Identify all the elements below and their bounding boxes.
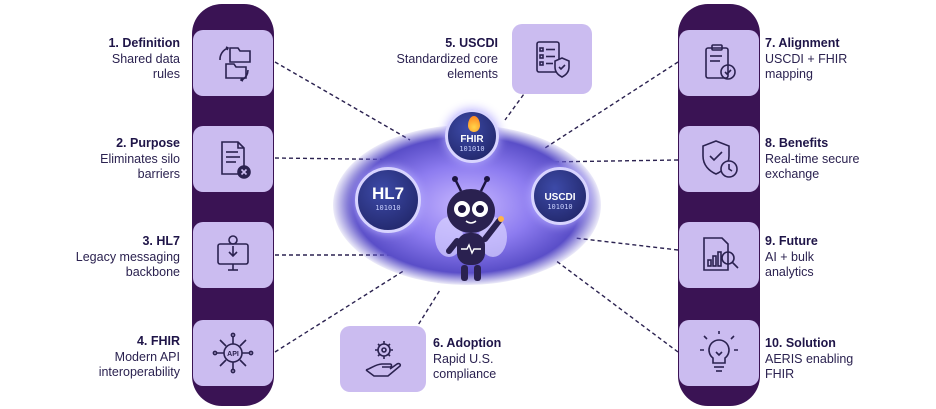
connector-9 bbox=[574, 237, 679, 251]
api-circuit-icon: API bbox=[212, 332, 254, 374]
fhir-badge: FHIR 101010 bbox=[445, 109, 499, 163]
clipboard-gear-icon bbox=[705, 44, 736, 80]
desc-adoption-1: Rapid U.S. bbox=[433, 351, 494, 366]
hl7-badge-label: HL7 bbox=[371, 184, 405, 203]
tile-uscdi bbox=[512, 24, 592, 94]
text-fhir: 4. FHIR Modern API interoperability bbox=[30, 334, 180, 381]
hl7-badge: HL7 101010 bbox=[355, 167, 421, 233]
desc-uscdi-1: Standardized core bbox=[396, 51, 498, 66]
title-purpose: 2. Purpose bbox=[116, 136, 180, 150]
text-hl7: 3. HL7 Legacy messaging backbone bbox=[30, 234, 180, 281]
desc-fhir-2: interoperability bbox=[98, 365, 180, 379]
title-hl7: 3. HL7 bbox=[142, 234, 180, 248]
text-future: 9. Future AI + bulk analytics bbox=[765, 234, 915, 281]
tile-definition bbox=[193, 30, 273, 96]
report-magnifier-icon bbox=[703, 237, 739, 271]
connector-4 bbox=[274, 269, 406, 353]
text-definition: 1. Definition Shared data rules bbox=[30, 36, 180, 83]
title-uscdi: 5. USCDI bbox=[445, 36, 498, 50]
desc-alignment-1: USCDI + FHIR bbox=[765, 51, 848, 66]
desc-hl7-2: backbone bbox=[125, 265, 180, 279]
tile-solution bbox=[679, 320, 759, 386]
tile-hl7 bbox=[193, 222, 273, 288]
fhir-badge-binary: 101010 bbox=[459, 145, 485, 153]
fhir-badge-label: FHIR bbox=[460, 134, 484, 145]
title-solution: 10. Solution bbox=[765, 336, 836, 350]
hl7-badge-binary: 101010 bbox=[375, 204, 401, 212]
connector-7 bbox=[544, 61, 679, 149]
title-definition: 1. Definition bbox=[108, 36, 180, 50]
uscdi-badge-label: USCDI bbox=[544, 192, 576, 203]
lightbulb-icon bbox=[700, 331, 738, 372]
desc-benefits-2: exchange bbox=[765, 167, 820, 181]
title-future: 9. Future bbox=[765, 234, 818, 248]
desc-purpose-2: barriers bbox=[137, 167, 180, 181]
desc-solution-2: FHIR bbox=[765, 367, 795, 381]
title-benefits: 8. Benefits bbox=[765, 136, 829, 150]
desc-fhir-1: Modern API bbox=[114, 349, 180, 364]
desc-future-1: AI + bulk bbox=[765, 249, 814, 264]
tile-alignment bbox=[679, 30, 759, 96]
tile-fhir: API bbox=[193, 320, 273, 386]
hand-gear-icon bbox=[365, 341, 402, 377]
checklist-shield-icon bbox=[536, 41, 570, 78]
tile-benefits bbox=[679, 126, 759, 192]
monitor-download-icon bbox=[217, 235, 249, 271]
svg-text:API: API bbox=[227, 351, 239, 358]
folder-sync-icon bbox=[219, 46, 251, 82]
bee-mascot-icon bbox=[435, 176, 507, 281]
title-alignment: 7. Alignment bbox=[765, 36, 840, 50]
tile-future bbox=[679, 222, 759, 288]
desc-alignment-2: mapping bbox=[765, 67, 813, 81]
uscdi-badge-binary: 101010 bbox=[547, 203, 573, 211]
connector-8 bbox=[544, 159, 679, 163]
desc-hl7-1: Legacy messaging bbox=[75, 249, 180, 264]
connector-10 bbox=[554, 259, 679, 353]
uscdi-badge: USCDI 101010 bbox=[531, 167, 589, 225]
connector-1 bbox=[274, 61, 411, 141]
tile-adoption bbox=[340, 326, 426, 392]
desc-adoption-2: compliance bbox=[433, 367, 497, 381]
tile-purpose bbox=[193, 126, 273, 192]
text-purpose: 2. Purpose Eliminates silo barriers bbox=[30, 136, 180, 183]
flame-icon bbox=[468, 116, 480, 132]
text-adoption: 6. Adoption Rapid U.S. compliance bbox=[433, 336, 583, 383]
desc-benefits-1: Real-time secure bbox=[765, 151, 860, 166]
central-hub: HL7 101010 FHIR 101010 USCDI 101010 bbox=[333, 105, 601, 305]
document-remove-icon bbox=[221, 141, 251, 179]
text-solution: 10. Solution AERIS enabling FHIR bbox=[765, 336, 915, 383]
desc-definition-1: Shared data bbox=[111, 51, 180, 66]
title-adoption: 6. Adoption bbox=[433, 336, 502, 350]
desc-definition-2: rules bbox=[152, 67, 180, 81]
shield-clock-icon bbox=[702, 140, 738, 178]
connector-6 bbox=[414, 289, 441, 331]
desc-purpose-1: Eliminates silo bbox=[100, 151, 180, 166]
title-fhir: 4. FHIR bbox=[136, 334, 180, 348]
text-uscdi: 5. USCDI Standardized core elements bbox=[348, 36, 498, 83]
desc-solution-1: AERIS enabling bbox=[765, 351, 854, 366]
desc-uscdi-2: elements bbox=[447, 67, 498, 81]
text-benefits: 8. Benefits Real-time secure exchange bbox=[765, 136, 915, 183]
desc-future-2: analytics bbox=[765, 265, 814, 279]
text-alignment: 7. Alignment USCDI + FHIR mapping bbox=[765, 36, 915, 83]
